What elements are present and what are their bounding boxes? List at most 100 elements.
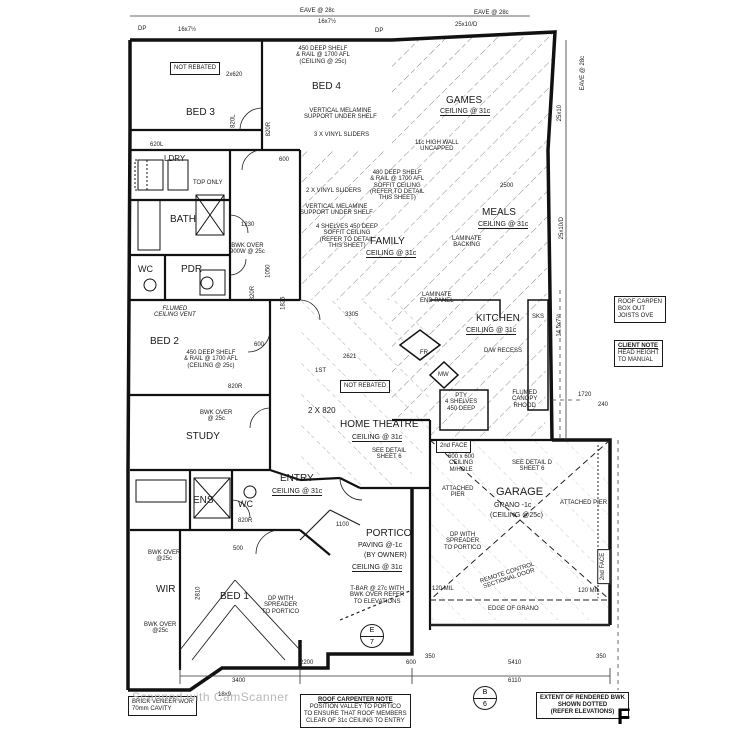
dim-600-bed2: 600	[254, 342, 265, 348]
dim-120mil-right: 120 MIL	[578, 588, 600, 594]
dim-120mil-left: 120 MIL	[432, 586, 454, 592]
kitchen-benches	[398, 299, 549, 431]
games-hatch-area	[300, 32, 555, 440]
roof-carpenter-note-box: ROOF CARPENTER NOTE POSITION VALLEY TO P…	[300, 694, 411, 728]
roof-carpenter-right-box: ROOF CARPEN BOX OUT JOISTS OVE	[614, 296, 667, 323]
side-14x5-label: 14.5x7½	[556, 313, 563, 337]
garage-hatch-area	[430, 440, 610, 620]
room-entry: ENTRY	[280, 473, 314, 484]
room-ldry: LDRY	[164, 154, 186, 163]
dim-350-right: 350	[596, 654, 607, 660]
portico-lines	[299, 509, 413, 621]
dp-label-1: DP	[138, 26, 147, 32]
theatre-hatch-area	[300, 300, 430, 488]
edge-grano-note: EDGE OF GRANO	[488, 606, 539, 612]
side-25x10-label: 25x10	[557, 104, 564, 122]
games-ceiling: CEILING @ 31c	[440, 108, 491, 117]
room-bed4: BED 4	[312, 81, 341, 92]
dim-350-left: 350	[425, 654, 436, 660]
bathroom-fixtures	[134, 159, 257, 519]
dp-label-2: DP	[375, 28, 384, 34]
dim-6110: 6110	[508, 678, 521, 684]
wir-bwk-bottom-note: BWK OVER@25c	[144, 622, 177, 635]
room-bed3: BED 3	[186, 107, 215, 118]
dim-1100: 1100	[336, 522, 349, 528]
room-meals: MEALS	[482, 207, 516, 218]
fr-label: FR	[420, 350, 428, 356]
scanner-watermark: Scanned with CamScanner	[132, 690, 289, 704]
room-games: GAMES	[446, 95, 483, 106]
dim-1050: 1050	[265, 264, 272, 278]
outer-walls	[126, 30, 612, 692]
bed4-sliders-note: 3 X VINYL SLIDERS	[314, 132, 370, 138]
study-bwk-note: BWK OVER@ 25c	[200, 410, 233, 423]
top-size-16x7-left: 16x7½	[178, 27, 197, 33]
dim-2x820: 2 X 820	[308, 406, 336, 415]
inner-walls	[130, 40, 552, 670]
dim-2x620: 2x620	[226, 72, 243, 78]
room-bath: BATH	[170, 214, 196, 225]
dim-820r-entry: 820R	[238, 518, 253, 524]
second-face-box: 2nd FACE	[436, 440, 472, 453]
entry-ceiling: CEILING @ 31c	[272, 488, 323, 497]
top-only-note: TOP ONLY	[193, 180, 223, 186]
room-portico: PORTICO	[366, 528, 412, 539]
room-wc-ens: WC	[238, 499, 253, 509]
dimension-lines	[130, 15, 611, 684]
dim-600-bottom: 600	[406, 660, 417, 666]
second-face-box-2: 2nd FACE	[597, 548, 611, 585]
dim-2200: 2200	[300, 660, 314, 666]
dim-500: 500	[233, 546, 244, 552]
room-study: STUDY	[186, 431, 220, 442]
dim-1230: 1230	[241, 222, 255, 228]
room-garage: GARAGE	[496, 486, 544, 498]
dim-1st: 1ST	[315, 368, 327, 374]
dim-18x9: 18x9	[218, 692, 232, 698]
extent-rendered-note-box: EXTENT OF RENDERED BWK SHOWN DOTTED (REF…	[536, 692, 630, 719]
bed1-roof-lines	[179, 579, 301, 661]
not-rebated-box: NOT REBATED	[170, 62, 221, 75]
dim-1720: 1720	[578, 392, 592, 398]
room-bed2: BED 2	[150, 336, 179, 347]
room-ens: ENS	[193, 495, 214, 506]
top-size-16x7: 16x7½	[318, 19, 337, 25]
room-home-theatre: HOME THEATRE	[340, 419, 419, 430]
family-ceiling: CEILING @ 31c	[366, 250, 417, 259]
room-pdr: PDR	[181, 264, 203, 275]
room-bed1: BED 1	[220, 591, 249, 602]
top-eave-label: EAVE @ 28c	[300, 8, 335, 14]
attached-pier-2-note: ATTACHED PIER	[560, 500, 608, 506]
dw-recess-note: D/W RECESS	[484, 348, 523, 354]
sink-label: SKS	[532, 314, 545, 320]
dim-1825: 1825	[280, 296, 287, 310]
room-kitchen: KITCHEN	[476, 313, 520, 324]
dim-3305: 3305	[345, 312, 359, 318]
top-eave-label-right: EAVE @ 28c	[474, 10, 509, 16]
top-size-25x10: 25x10/D	[455, 22, 478, 28]
portico-owner: (BY OWNER)	[364, 552, 407, 559]
portico-ceiling: CEILING @ 31c	[352, 564, 403, 573]
meals-ceiling: CEILING @ 31c	[478, 221, 529, 230]
dim-600: 600	[279, 157, 290, 163]
brick-veneer-box: BRICK VENEER WOR 70mm CAVITY	[128, 696, 198, 716]
kitchen-ceiling: CEILING @ 31c	[466, 327, 517, 336]
dim-5410: 5410	[508, 660, 522, 666]
